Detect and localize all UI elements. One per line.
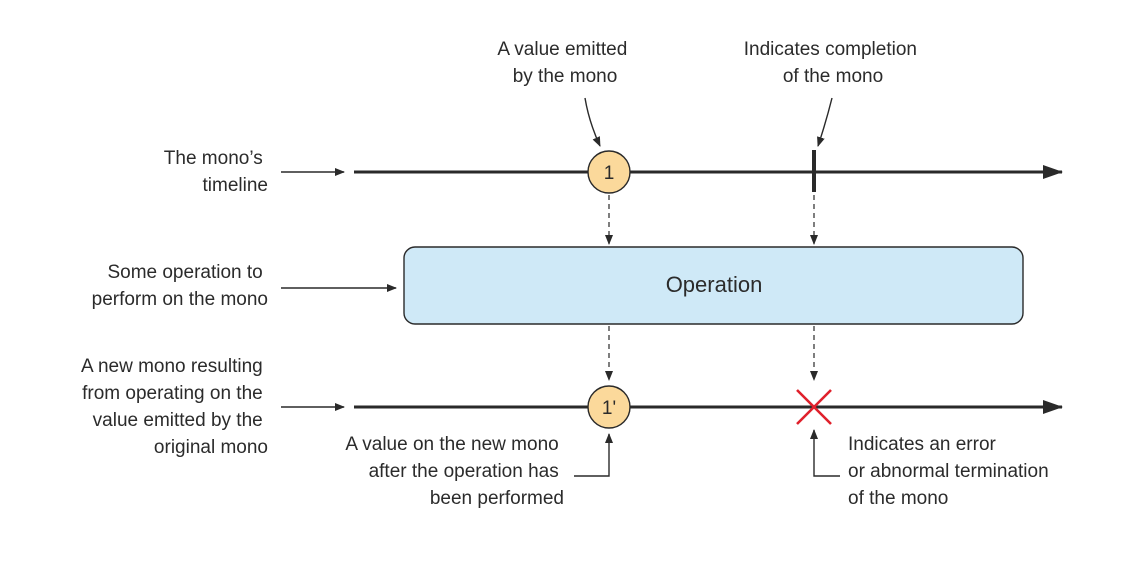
new-value-pointer-arrow: [574, 433, 613, 477]
completion-label-line-1: Indicates completion: [744, 39, 917, 60]
completion-label-line-2: of the mono: [783, 66, 883, 87]
value-emitted-label: A value emitted by the mono: [497, 39, 632, 87]
result-marble: 1': [587, 385, 631, 429]
error-label-line-1: Indicates an error: [848, 434, 997, 455]
error-label-line-2: or abnormal termination: [848, 461, 1049, 482]
source-marble-value: 1: [604, 163, 615, 184]
source-marble: 1: [587, 150, 631, 194]
source-timeline-label-line-2: timeline: [203, 175, 268, 196]
new-value-label-line-3: been performed: [430, 488, 564, 509]
operation-box: Operation: [403, 246, 1024, 325]
error-label: Indicates an error or abnormal terminati…: [848, 434, 1054, 509]
new-value-label-line-2: after the operation has: [369, 461, 559, 482]
completion-label: Indicates completion of the mono: [744, 39, 923, 87]
error-pointer-arrow: [810, 429, 840, 477]
error-mark: [796, 389, 832, 425]
operation-description-label: Some operation to perform on the mono: [92, 262, 268, 310]
new-value-label: A value on the new mono after the operat…: [345, 434, 564, 509]
result-timeline-label-line-1: A new mono resulting: [81, 356, 263, 377]
result-marble-value: 1': [602, 398, 616, 419]
result-timeline-label-line-3: value emitted by the: [93, 410, 263, 431]
completion-pointer-arrow: [817, 97, 833, 147]
operation-label: Operation: [666, 272, 763, 297]
source-timeline-label: The mono’s timeline: [164, 148, 268, 196]
value-emitted-label-line-1: A value emitted: [497, 39, 627, 60]
source-timeline-label-line-1: The mono’s: [164, 148, 263, 169]
new-value-label-line-1: A value on the new mono: [345, 434, 558, 455]
operation-description-line-2: perform on the mono: [92, 289, 268, 310]
error-label-line-3: of the mono: [848, 488, 948, 509]
result-timeline-label-line-2: from operating on the: [82, 383, 263, 404]
value-emitted-label-line-2: by the mono: [513, 66, 618, 87]
operation-description-line-1: Some operation to: [107, 262, 262, 283]
result-timeline-label: A new mono resulting from operating on t…: [81, 356, 268, 458]
value-emitted-pointer-arrow: [584, 97, 601, 147]
result-timeline-label-line-4: original mono: [154, 437, 268, 458]
